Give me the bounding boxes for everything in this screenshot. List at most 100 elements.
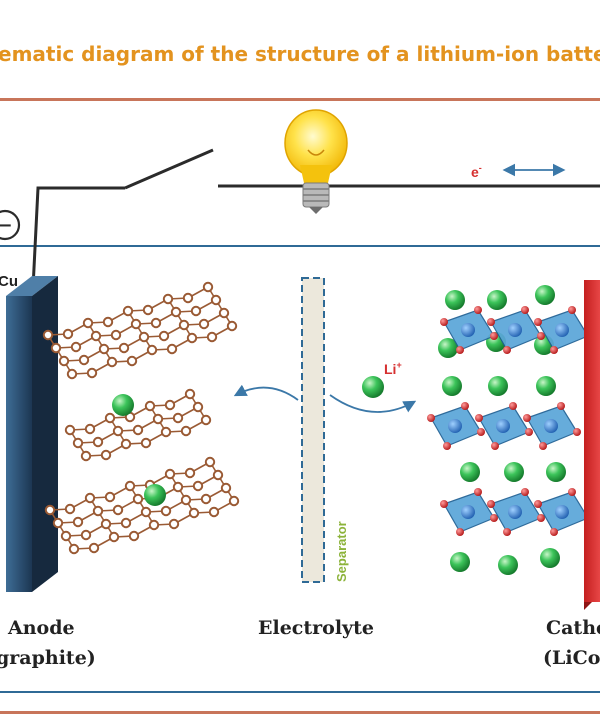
carbon-atom xyxy=(162,293,174,305)
carbon-atom xyxy=(62,328,74,340)
carbon-atom xyxy=(172,412,184,424)
oxygen-atom xyxy=(491,442,499,450)
oxygen-atom xyxy=(443,442,451,450)
carbon-atom xyxy=(166,343,178,355)
ion-arrow-left xyxy=(233,384,299,401)
carbon-atom xyxy=(130,318,142,330)
carbon-atom xyxy=(148,519,160,531)
carbon-atom xyxy=(158,330,170,342)
carbon-atom xyxy=(192,401,204,413)
carbon-atom xyxy=(184,467,196,479)
oxygen-atom xyxy=(487,318,495,326)
oxygen-atom xyxy=(525,428,533,436)
light-bulb-icon xyxy=(284,109,348,214)
oxygen-atom xyxy=(440,318,448,326)
diagram-title: ematic diagram of the structure of a lit… xyxy=(0,42,600,66)
oxygen-atom xyxy=(477,428,485,436)
carbon-atom xyxy=(186,332,198,344)
carbon-atom xyxy=(118,342,130,354)
oxygen-atom xyxy=(568,306,576,314)
carbon-atom xyxy=(84,423,96,435)
carbon-atom xyxy=(112,504,124,516)
oxygen-atom xyxy=(557,402,565,410)
cathode-electrode xyxy=(584,280,600,610)
lithium-atom xyxy=(442,376,462,396)
carbon-atom xyxy=(106,356,118,368)
carbon-atom xyxy=(164,468,176,480)
carbon-atom xyxy=(188,507,200,519)
oxygen-atom xyxy=(521,488,529,496)
lithium-ion-anode xyxy=(112,394,134,416)
oxygen-atom xyxy=(456,346,464,354)
bottom-rule xyxy=(0,711,600,714)
separator-label: Separator xyxy=(334,521,349,582)
cobalt-atom xyxy=(555,323,569,337)
oxygen-atom xyxy=(539,442,547,450)
lithium-atom xyxy=(540,548,560,568)
lithium-atom xyxy=(460,462,480,482)
carbon-atom xyxy=(192,480,204,492)
carbon-atom xyxy=(140,437,152,449)
electrolyte-label: Electrolyte xyxy=(258,617,374,639)
battery-diagram: e- − Cu Separator Li+ xyxy=(0,109,600,693)
ion-arrow-right xyxy=(329,394,417,413)
carbon-atom xyxy=(120,438,132,450)
lithium-ion-label: Li+ xyxy=(384,360,402,377)
carbon-atom xyxy=(98,343,110,355)
carbon-atom xyxy=(80,529,92,541)
carbon-atom xyxy=(218,307,230,319)
carbon-atom xyxy=(100,518,112,530)
carbon-atom xyxy=(66,368,78,380)
lithium-atom xyxy=(438,338,458,358)
electron-label: e- xyxy=(471,163,482,180)
oxygen-atom xyxy=(490,332,498,340)
cathode-material-label: (LiCo xyxy=(543,647,600,669)
oxygen-atom xyxy=(521,306,529,314)
carbon-atom xyxy=(110,329,122,341)
negative-terminal-icon: − xyxy=(0,209,21,241)
lithium-atom xyxy=(546,462,566,482)
carbon-atom xyxy=(64,503,76,515)
carbon-atom xyxy=(52,517,64,529)
cobalt-atom xyxy=(508,323,522,337)
carbon-atom xyxy=(78,354,90,366)
carbon-atom xyxy=(100,449,112,461)
carbon-atom xyxy=(178,319,190,331)
oxygen-atom xyxy=(475,414,483,422)
carbon-atom xyxy=(126,355,138,367)
carbon-atom xyxy=(144,400,156,412)
oxygen-atom xyxy=(503,528,511,536)
lithium-atom xyxy=(487,290,507,310)
carbon-atom xyxy=(140,506,152,518)
carbon-atom xyxy=(220,482,232,494)
oxygen-atom xyxy=(487,500,495,508)
svg-text:−: − xyxy=(0,215,13,236)
carbon-atom xyxy=(92,505,104,517)
lithium-atom xyxy=(498,555,518,575)
carbon-atom xyxy=(160,505,172,517)
switch-lever xyxy=(124,148,214,190)
carbon-atom xyxy=(170,306,182,318)
carbon-atom xyxy=(86,367,98,379)
carbon-atom xyxy=(70,341,82,353)
carbon-atom xyxy=(132,424,144,436)
oxygen-atom xyxy=(461,402,469,410)
carbon-atom xyxy=(212,469,224,481)
oxygen-atom xyxy=(537,514,545,522)
cu-label: Cu xyxy=(0,273,18,290)
carbon-atom xyxy=(142,304,154,316)
carbon-atom xyxy=(80,450,92,462)
cathode-label: Cathe xyxy=(546,617,600,639)
oxygen-atom xyxy=(550,346,558,354)
carbon-atom xyxy=(226,320,238,332)
carbon-atom xyxy=(50,342,62,354)
carbon-atom xyxy=(108,531,120,543)
carbon-atom xyxy=(132,493,144,505)
cathode-material xyxy=(427,285,592,575)
carbon-atom xyxy=(228,495,240,507)
carbon-atom xyxy=(42,329,54,341)
oxygen-atom xyxy=(427,414,435,422)
carbon-atom xyxy=(122,305,134,317)
cobalt-atom xyxy=(555,505,569,519)
carbon-atom xyxy=(72,516,84,528)
